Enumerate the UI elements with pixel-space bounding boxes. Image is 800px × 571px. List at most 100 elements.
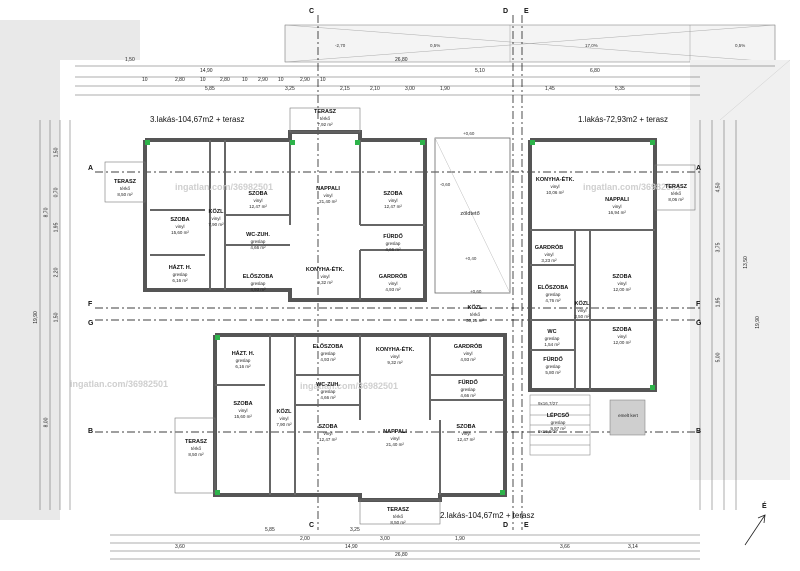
room-floor-a1-kozl: vinyl — [577, 308, 587, 313]
dim-left-3: 0,70 — [53, 187, 60, 198]
dim-top-5: 10 — [142, 77, 148, 83]
dimension-lines-left — [39, 120, 71, 510]
room-name-a2-terasz: TERASZ — [185, 439, 207, 445]
room-name-lepcso: LÉPCSŐ — [546, 413, 570, 419]
room-name-a3-eloszoba: ELŐSZOBA — [242, 274, 274, 280]
room-floor-a2-eloszoba: greslap — [320, 351, 336, 356]
room-area-a3-hazt: 6,16 m² — [172, 278, 188, 283]
section-marker-e-top: E — [524, 8, 529, 15]
watermark-2: ingatlan.com/36982501 — [583, 182, 682, 192]
room-area-a1-kozl: 3,50 m² — [574, 314, 590, 319]
room-floor-a1-szoba-bot: vinyl — [617, 334, 627, 339]
room-floor-a3-szoba-r: vinyl — [388, 198, 398, 203]
room-floor-a1-konyha: vinyl — [550, 184, 560, 189]
room-area-a1-nappali: 16,94 m² — [608, 210, 626, 215]
site-area-right — [690, 60, 790, 480]
room-name-a3-gardrob: GARDRÓB — [378, 274, 408, 280]
room-name-a2-szoba-mid: SZOBA — [318, 424, 338, 430]
dim-bottom-2: 5,85 — [265, 527, 275, 533]
room-floor-a1-eloszoba: greslap — [545, 292, 561, 297]
room-name-a2-kozl: KÖZL — [276, 409, 292, 415]
roof-slope-a: 17,0% — [585, 43, 598, 48]
room-area-a1-szoba-bot: 12,00 m² — [613, 340, 631, 345]
dim-right-3: 3,75 — [715, 242, 722, 253]
room-floor-a3-hazt: greslap — [172, 272, 188, 277]
room-floor-a3-eloszoba: greslap — [250, 281, 266, 286]
section-marker-c-top: C — [309, 8, 315, 15]
room-floor-a2-szoba-r: vinyl — [461, 431, 471, 436]
dim-top-7: 10 — [200, 77, 206, 83]
stairs — [529, 394, 591, 456]
room-area-a2-szoba-mid: 12,47 m² — [319, 437, 337, 442]
room-area-a2-hazt: 6,16 m² — [235, 364, 251, 369]
room-name-a2-furdo: FÜRDŐ — [458, 380, 478, 386]
room-floor-a3-wc: greslap — [250, 239, 266, 244]
dim-top-12: 2,90 — [300, 77, 310, 83]
room-name-a3-wc: WC-ZUH. — [246, 232, 270, 238]
dim-top-18: 3,00 — [405, 86, 415, 92]
room-name-kozl-mid: KÖZL — [467, 305, 483, 311]
section-marker-f-left: F — [88, 301, 93, 308]
level-2: -0,60 — [440, 182, 451, 187]
room-area-a2-terasz: 8,50 m² — [188, 452, 204, 457]
room-name-a2-gardrob: GARDRÓB — [453, 344, 483, 350]
room-floor-a3-szoba-big: vinyl — [175, 224, 185, 229]
dim-top-9: 10 — [242, 77, 248, 83]
room-area-a3-konyha: 9,32 m² — [317, 280, 333, 285]
room-floor-a1-furdo: greslap — [545, 364, 561, 369]
section-marker-d-top: D — [503, 8, 509, 15]
room-floor-a2-wc: greslap — [320, 389, 336, 394]
room-area-a3-eloszoba: 4,93 m² — [250, 287, 266, 292]
dim-right-4: 1,95 — [715, 297, 722, 308]
room-name-a2-konyha: KONYHA-ÉTK. — [375, 347, 415, 353]
dim-bottom-7: 1,90 — [455, 536, 465, 542]
room-name-a2-nappali: NAPPALI — [383, 429, 407, 435]
green-roof-label: zöldtető — [460, 211, 480, 217]
terasz-apt1-outline — [654, 164, 696, 211]
room-floor-top-terasz: térkő — [319, 116, 331, 121]
section-marker-g-right: G — [696, 320, 702, 327]
room-name-a1-konyha: KONYHA-ÉTK. — [535, 177, 575, 183]
dim-left-2: 1,50 — [53, 147, 60, 158]
room-floor-a3-kozl: vinyl — [211, 216, 221, 221]
room-area-a2-konyha: 9,32 m² — [387, 360, 403, 365]
room-floor-a1-wc: greslap — [544, 336, 560, 341]
room-area-lepcso: 9,97 m² — [550, 426, 566, 431]
room-name-a3-szoba-r: SZOBA — [383, 191, 403, 197]
dim-left-total: 19,90 — [32, 311, 39, 324]
room-name-a2-szoba-big: SZOBA — [233, 401, 253, 407]
stair-note-1: 9x16,7/27 — [538, 401, 558, 406]
dim-left-5: 2,20 — [53, 267, 60, 278]
section-marker-e-bottom: E — [524, 522, 529, 529]
section-marker-c-bottom: C — [309, 522, 315, 529]
terasz-bottom-outline — [359, 499, 441, 525]
room-area-a2-nappali: 21,40 m² — [386, 442, 404, 447]
room-name-bot-terasz: TERASZ — [387, 507, 409, 513]
room-floor-a3-nappali: vinyl — [323, 193, 333, 198]
room-name-a2-hazt: HÁZT. H. — [231, 351, 255, 357]
dimension-lines-bottom — [110, 534, 700, 560]
dim-top-2: 5,10 — [475, 68, 485, 74]
dim-right-5: 5,00 — [715, 352, 722, 363]
dim-bottom-6: 3,00 — [380, 536, 390, 542]
room-floor-a2-furdo: greslap — [460, 387, 476, 392]
room-name-a2-eloszoba: ELŐSZOBA — [312, 344, 344, 350]
room-name-a3-szoba-big: SZOBA — [170, 217, 190, 223]
room-name-a1-eloszoba: ELŐSZOBA — [537, 285, 569, 291]
room-area-a3-terasz: 8,50 m² — [117, 192, 133, 197]
room-area-a2-furdo: 4,66 m² — [460, 393, 476, 398]
room-name-a1-gardrob: GARDRÓB — [534, 245, 564, 251]
room-name-a2-wc: WC-ZUH. — [316, 382, 340, 388]
dim-bottom-5: 2,00 — [300, 536, 310, 542]
watermark-3: ingatlan.com/36982501 — [70, 379, 169, 389]
room-floor-kozl-mid: térkő — [469, 312, 481, 317]
site-area-left — [0, 20, 140, 520]
terasz-top-outline — [289, 107, 361, 133]
room-area-a3-furdo: 4,66 m² — [385, 247, 401, 252]
room-area-a3-nappali: 21,40 m² — [319, 199, 337, 204]
room-name-a3-konyha: KONYHA-ÉTK. — [305, 267, 345, 273]
room-area-a1-szoba-top: 12,00 m² — [613, 287, 631, 292]
dim-bottom-9: 3,14 — [628, 544, 638, 550]
room-floor-a2-konyha: vinyl — [390, 354, 400, 359]
dimension-lines-right — [699, 120, 737, 510]
